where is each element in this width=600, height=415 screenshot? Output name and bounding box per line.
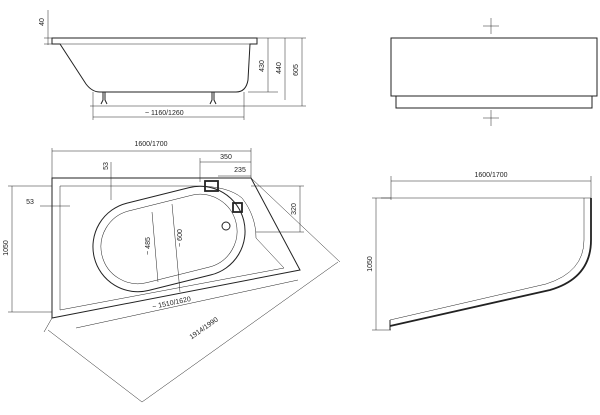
plan-dim-inner-length-label: ~ 1510/1620 — [152, 296, 192, 311]
plan-basin-inner — [100, 194, 238, 284]
plan-dim-53-left-label: 53 — [26, 199, 34, 206]
plan-dim-diagonal-ext-r — [250, 177, 341, 263]
plan-dim-53-top-label: 53 — [103, 162, 110, 170]
panel-plan: 1600/1700 1050 — [367, 172, 592, 331]
plan-dim-600-line — [171, 203, 181, 293]
plan-dim-inner-length-line — [75, 279, 299, 329]
side-view: 40 430 440 605 ~ 1160/1260 — [39, 10, 306, 120]
side-dim-h1-label: 430 — [259, 60, 266, 72]
side-dim-h3-label: 605 — [293, 64, 300, 76]
plan-basin-oval — [92, 185, 246, 293]
panel-elevation-plinth — [395, 95, 593, 109]
plan-dim-320-label: 320 — [291, 203, 298, 215]
panel-curve-outer — [389, 198, 592, 327]
side-foot-right — [209, 92, 217, 105]
plan-dim-350-label: 350 — [220, 154, 232, 161]
drain-icon — [221, 221, 231, 231]
plan-dim-485-label: ~ 485 — [145, 237, 152, 255]
plan-dim-600-label: ~ 600 — [177, 229, 184, 247]
side-tub-outline — [51, 37, 258, 93]
plan-view: 1600/1700 53 350 235 320 53 ~ 485 ~ 600 … — [3, 141, 341, 403]
panel-elevation — [390, 18, 598, 126]
plan-dim-485-line — [151, 211, 159, 283]
faucet-icon — [232, 202, 243, 213]
plan-dim-diagonal-line — [47, 329, 143, 403]
panel-dim-width-label: 1600/1700 — [474, 172, 507, 179]
plan-dim-diagonal-line-2 — [141, 261, 339, 403]
plan-dim-diagonal-ext-l — [43, 317, 53, 333]
plan-dim-diagonal-label: 1914/1990 — [189, 316, 220, 341]
overflow-icon — [204, 180, 219, 192]
plan-dim-top-label: 1600/1700 — [134, 141, 167, 148]
panel-dim-height-label: 1050 — [367, 256, 374, 272]
plan-dim-height-label: 1050 — [3, 240, 10, 256]
panel-elevation-body — [390, 37, 598, 97]
side-dim-rim-label: 40 — [39, 18, 46, 26]
side-dim-bottom-label: ~ 1160/1260 — [145, 110, 184, 117]
side-foot-left — [100, 92, 108, 105]
plan-dim-235-label: 235 — [234, 167, 246, 174]
panel-curve-inner — [389, 198, 585, 321]
side-dim-h2-label: 440 — [276, 62, 283, 74]
